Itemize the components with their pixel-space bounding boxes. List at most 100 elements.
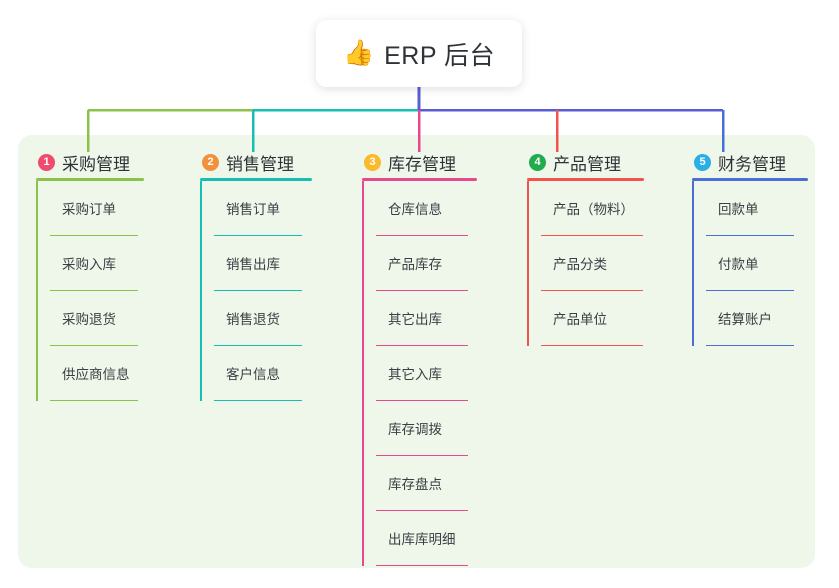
branch-number-badge: 2 [202, 153, 219, 171]
branch-item-rule [541, 344, 643, 346]
branch-header-rule [200, 178, 312, 181]
branch-item-label: 客户信息 [226, 367, 280, 382]
branch-item-label: 仓库信息 [388, 202, 442, 217]
branch-item[interactable]: 产品单位 [541, 291, 667, 346]
branch-item-rule [376, 509, 468, 511]
branch-item-rule [706, 344, 794, 346]
branch-item-rule [214, 234, 302, 236]
branch-item-label: 采购订单 [62, 202, 116, 217]
branch-item-rule [376, 234, 468, 236]
diagram-panel [18, 135, 815, 568]
root-title: ERP 后台 [384, 41, 496, 70]
branch-item-list: 回款单付款单结算账户 [692, 181, 820, 346]
branch-header-rule [36, 178, 144, 181]
branch-item-label: 结算账户 [718, 312, 772, 327]
branch-number-badge: 3 [364, 153, 381, 171]
branch-item[interactable]: 仓库信息 [376, 181, 502, 236]
branch-title: 财务管理 [718, 154, 786, 174]
root-node-content: 👍 ERP 后台 [343, 36, 495, 72]
branch-item-label: 采购退货 [62, 312, 116, 327]
branch-number-badge: 5 [694, 153, 711, 171]
branch-item[interactable]: 销售退货 [214, 291, 340, 346]
branch-item[interactable]: 销售出库 [214, 236, 340, 291]
branch-title: 库存管理 [388, 154, 456, 174]
branch-item-label: 产品分类 [553, 257, 607, 272]
branch-spine [527, 181, 529, 346]
branch-item[interactable]: 其它入库 [376, 346, 502, 401]
branch-item[interactable]: 回款单 [706, 181, 820, 236]
branch-item-label: 产品（物料） [553, 202, 634, 217]
branch-item[interactable]: 付款单 [706, 236, 820, 291]
branch-item[interactable]: 库存盘点 [376, 456, 502, 511]
branch-item-label: 产品单位 [553, 312, 607, 327]
branch-header-3[interactable]: 3 库存管理 [362, 150, 502, 174]
branch-item-rule [376, 344, 468, 346]
branch-spine [362, 181, 364, 566]
branch-item-rule [50, 234, 138, 236]
branch-header-1[interactable]: 1 采购管理 [36, 150, 186, 174]
branch-item-rule [50, 344, 138, 346]
branch-item-label: 库存盘点 [388, 477, 442, 492]
branch-item[interactable]: 产品（物料） [541, 181, 667, 236]
branch-item[interactable]: 出库库明细 [376, 511, 502, 566]
branch-item-rule [376, 454, 468, 456]
branch-header-5[interactable]: 5 财务管理 [692, 150, 820, 174]
branch-spine [692, 181, 694, 346]
branch-item[interactable]: 产品分类 [541, 236, 667, 291]
branch-item-label: 出库库明细 [388, 532, 456, 547]
branch-item-rule [541, 289, 643, 291]
branch-item-label: 供应商信息 [62, 367, 130, 382]
branch-header-rule [692, 178, 808, 181]
branch-item-rule [706, 234, 794, 236]
branch-item[interactable]: 采购入库 [50, 236, 186, 291]
branch-column-5: 5 财务管理回款单付款单结算账户 [692, 150, 820, 346]
branch-item[interactable]: 供应商信息 [50, 346, 186, 401]
branch-header-rule [362, 178, 477, 181]
branch-item-label: 库存调拨 [388, 422, 442, 437]
branch-title: 产品管理 [553, 154, 621, 174]
branch-item-list: 采购订单采购入库采购退货供应商信息 [36, 181, 186, 401]
branch-item-rule [541, 234, 643, 236]
branch-item-rule [50, 289, 138, 291]
branch-number-badge: 4 [529, 153, 546, 171]
branch-item[interactable]: 销售订单 [214, 181, 340, 236]
branch-item-rule [50, 399, 138, 401]
branch-item-label: 其它入库 [388, 367, 442, 382]
branch-item[interactable]: 其它出库 [376, 291, 502, 346]
branch-item-list: 仓库信息产品库存其它出库其它入库库存调拨库存盘点出库库明细 [362, 181, 502, 566]
branch-item-label: 付款单 [718, 257, 759, 272]
branch-item-rule [214, 344, 302, 346]
branch-item[interactable]: 结算账户 [706, 291, 820, 346]
branch-item-rule [214, 399, 302, 401]
thumbs-up-icon: 👍 [342, 39, 375, 67]
branch-item-list: 销售订单销售出库销售退货客户信息 [200, 181, 340, 401]
branch-item-rule [376, 289, 468, 291]
branch-item-rule [376, 564, 468, 566]
branch-spine [200, 181, 202, 401]
branch-item-label: 销售订单 [226, 202, 280, 217]
branch-title: 采购管理 [62, 154, 130, 174]
branch-item-label: 产品库存 [388, 257, 442, 272]
branch-item-rule [706, 289, 794, 291]
branch-number-badge: 1 [38, 153, 55, 171]
root-node[interactable]: 👍 ERP 后台 [316, 20, 522, 87]
branch-item-label: 回款单 [718, 202, 759, 217]
branch-column-4: 4 产品管理产品（物料） 产品分类产品单位 [527, 150, 667, 346]
branch-item[interactable]: 采购订单 [50, 181, 186, 236]
branch-item-rule [376, 399, 468, 401]
branch-column-3: 3 库存管理仓库信息产品库存其它出库其它入库库存调拨库存盘点出库库明细 [362, 150, 502, 566]
branch-item-rule [214, 289, 302, 291]
branch-item[interactable]: 客户信息 [214, 346, 340, 401]
branch-item[interactable]: 库存调拨 [376, 401, 502, 456]
branch-item[interactable]: 采购退货 [50, 291, 186, 346]
branch-item-label: 其它出库 [388, 312, 442, 327]
branch-item[interactable]: 产品库存 [376, 236, 502, 291]
branch-item-list: 产品（物料） 产品分类产品单位 [527, 181, 667, 346]
branch-header-rule [527, 178, 644, 181]
branch-item-label: 销售出库 [226, 257, 280, 272]
branch-item-label: 销售退货 [226, 312, 280, 327]
branch-header-4[interactable]: 4 产品管理 [527, 150, 667, 174]
